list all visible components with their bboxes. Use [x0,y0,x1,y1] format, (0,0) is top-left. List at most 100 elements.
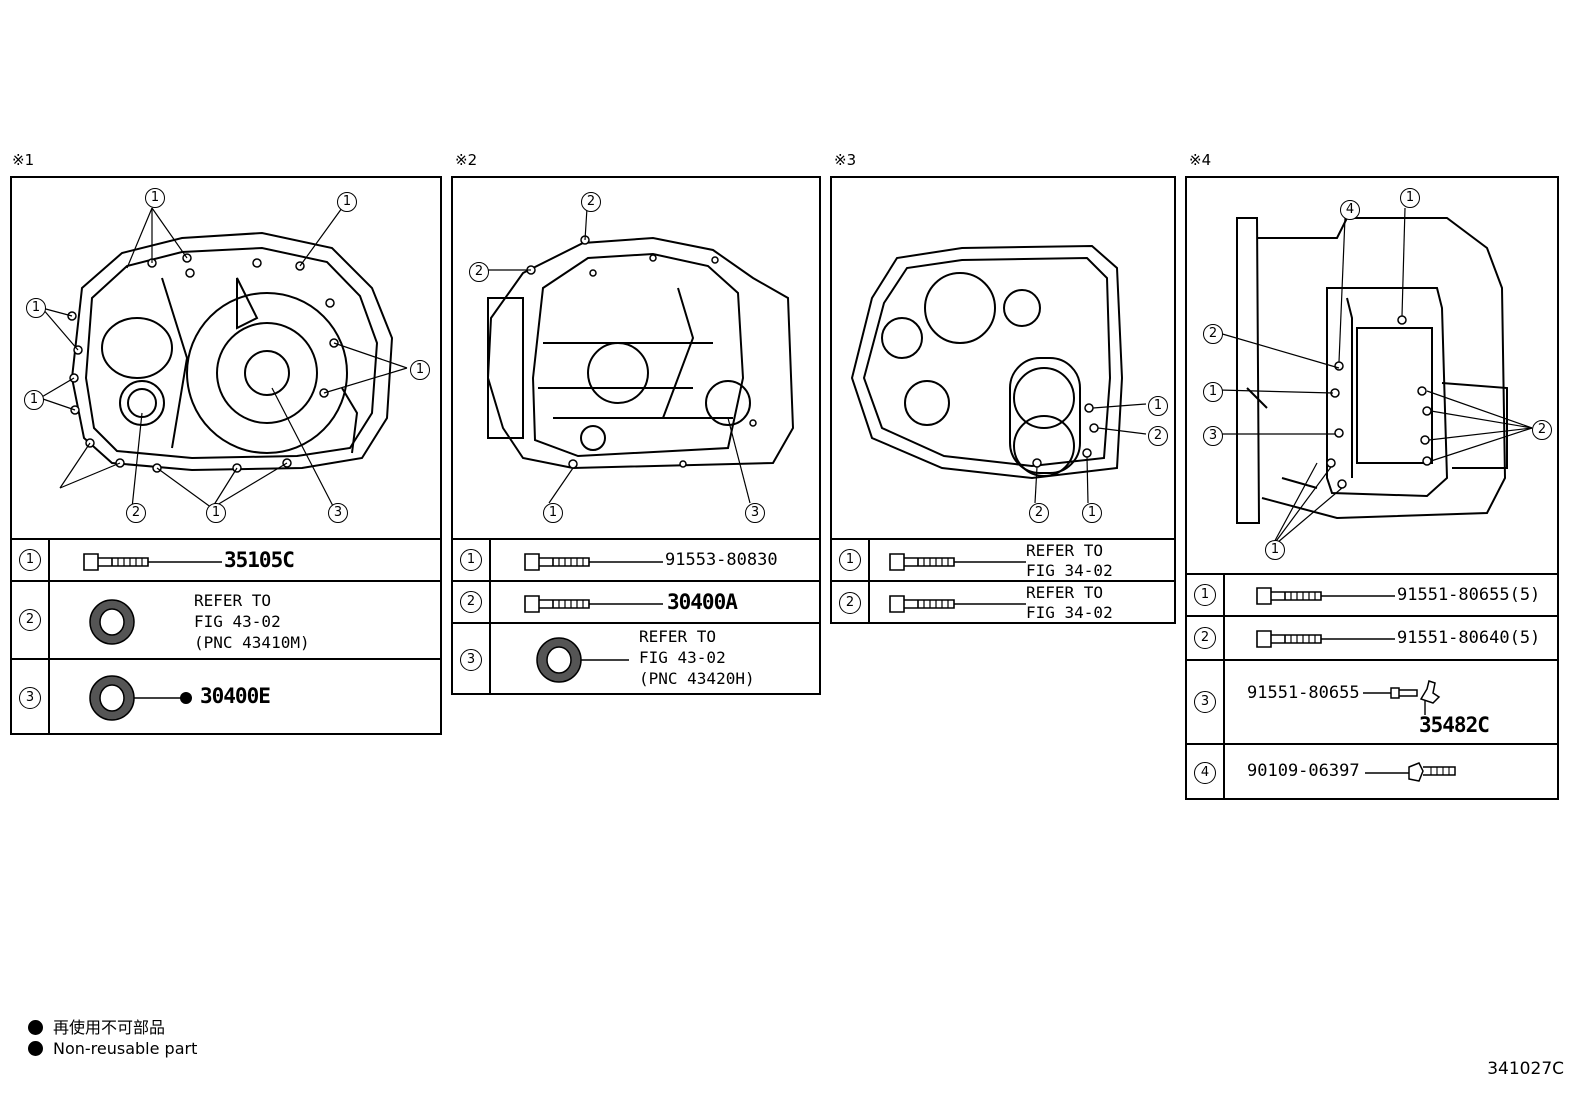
row-number: 2 [460,591,482,613]
callout-3: 3 [1203,426,1223,446]
bracket-bolt-icon [1363,680,1441,715]
row-number: 3 [1194,691,1216,713]
refer-to-line: FIG 34-02 [1026,561,1113,580]
callout-2: 2 [1148,426,1168,446]
part-row: 1 91551-80655(5) [1187,575,1557,617]
row-number: 2 [19,609,41,631]
callout-4: 4 [1340,200,1360,220]
legend-jp-text: 再使用不可部品 [53,1018,166,1037]
non-reusable-dot-icon [28,1020,43,1035]
panel-4: 4 1 2 1 3 2 1 1 91551-80655(5) 2 91551-8… [1185,176,1559,800]
panel-4-label: ※4 [1189,151,1212,169]
callout-1: 1 [1148,396,1168,416]
refer-to-line: (PNC 43410M) [194,633,310,652]
row-number: 3 [19,686,41,709]
callout-2: 2 [469,262,489,282]
bolt-icon [1256,630,1395,648]
callout-1: 1 [1082,503,1102,523]
part-number: 91553-80830 [665,550,778,570]
refer-to-line: REFER TO [194,591,272,610]
part-number: 91551-80655(5) [1397,585,1541,605]
stud-bolt-icon [1365,762,1456,782]
callout-2: 2 [126,503,146,523]
refer-to-line: (PNC 43420H) [639,669,755,688]
part-number: 91551-80655 [1247,683,1360,703]
bolt-icon [889,553,1026,571]
part-row: 1 91553-80830 [453,540,819,582]
oil-seal-icon [536,637,629,683]
figure-number: 341027C [1487,1059,1564,1079]
row-number: 2 [839,592,861,614]
panel-2: 2 2 1 3 1 91553-80830 2 30400A 3 REFER T… [451,176,821,695]
row-number: 4 [1194,761,1216,784]
bolt-icon [524,595,663,613]
callout-3: 3 [328,503,348,523]
part-number: 35482C [1419,713,1490,737]
callout-2: 2 [1532,420,1552,440]
refer-to-line: REFER TO [639,627,717,646]
row-number: 3 [460,648,482,671]
callout-1: 1 [1203,382,1223,402]
callout-1: 1 [410,360,430,380]
callout-1: 1 [206,503,226,523]
part-row: 2 REFER TO FIG 43-02 (PNC 43410M) [12,582,440,660]
part-row: 1 REFER TO FIG 34-02 [832,540,1174,582]
part-row: 3 30400E [12,660,440,735]
valve-body-illustration [1218,207,1533,549]
part-number: 30400E [200,684,271,708]
transaxle-case-illustration [483,207,795,504]
row-number: 1 [839,549,861,571]
callout-1: 1 [543,503,563,523]
refer-to-line: FIG 43-02 [639,648,726,667]
part-number: 91551-80640(5) [1397,628,1541,648]
oil-seal-icon [89,675,192,721]
oil-seal-icon [89,599,135,645]
part-row: 2 REFER TO FIG 34-02 [832,582,1174,624]
transaxle-case-illustration [850,244,1147,504]
callout-1: 1 [145,188,165,208]
callout-2: 2 [1029,503,1049,523]
part-row: 2 30400A [453,582,819,624]
refer-to-line: REFER TO [1026,541,1104,560]
legend-en: Non-reusable part [28,1039,197,1058]
part-number: 30400A [667,590,738,614]
refer-to-line: FIG 34-02 [1026,603,1113,622]
callout-2: 2 [581,192,601,212]
transaxle-case-illustration [39,207,408,509]
callout-1: 1 [337,192,357,212]
bolt-icon [524,553,663,571]
bolt-icon [83,553,222,571]
refer-to-line: FIG 43-02 [194,612,281,631]
legend-en-text: Non-reusable part [53,1039,198,1058]
callout-1: 1 [1400,188,1420,208]
row-number: 1 [1194,584,1216,606]
panel-1-label: ※1 [12,151,35,169]
panel-3: 1 2 2 1 1 REFER TO FIG 34-02 2 REFER TO … [830,176,1176,624]
panel-3-label: ※3 [834,151,857,169]
part-row: 3 91551-80655 35482C [1187,661,1557,745]
panel-1-diagram: 1 1 1 1 1 2 1 3 [12,178,440,540]
bolt-icon [889,595,1026,613]
bolt-icon [1256,587,1395,605]
row-number: 1 [460,549,482,571]
callout-1: 1 [26,298,46,318]
panel-2-diagram: 2 2 1 3 [453,178,819,540]
callout-1: 1 [1265,540,1285,560]
panel-2-label: ※2 [455,151,478,169]
panel-4-diagram: 4 1 2 1 3 2 1 [1187,178,1557,575]
part-row: 2 91551-80640(5) [1187,617,1557,661]
panel-3-diagram: 1 2 2 1 [832,178,1174,540]
callout-1: 1 [24,390,44,410]
part-row: 3 REFER TO FIG 43-02 (PNC 43420H) [453,624,819,695]
panel-1: 1 1 1 1 1 2 1 3 1 35105C 2 REFER TO FIG … [10,176,442,735]
non-reusable-dot-icon [28,1041,43,1056]
part-number: 90109-06397 [1247,761,1360,781]
row-number: 1 [19,549,41,571]
part-row: 1 35105C [12,540,440,582]
part-number: 35105C [224,548,295,572]
row-number: 2 [1194,627,1216,649]
callout-2: 2 [1203,324,1223,344]
part-row: 4 90109-06397 [1187,745,1557,800]
callout-3: 3 [745,503,765,523]
refer-to-line: REFER TO [1026,583,1104,602]
